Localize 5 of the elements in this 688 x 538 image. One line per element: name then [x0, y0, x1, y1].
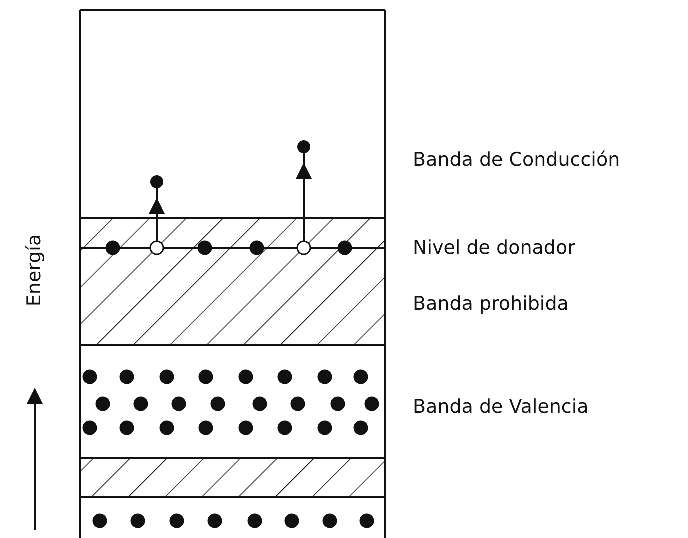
band-label: Banda de Conducción: [413, 150, 620, 170]
band-label: Banda prohibida: [413, 294, 569, 314]
axis-label: Energía: [26, 234, 44, 306]
band-label: Banda de Valencia: [413, 398, 589, 416]
band-label: Nivel de donador: [413, 238, 576, 258]
